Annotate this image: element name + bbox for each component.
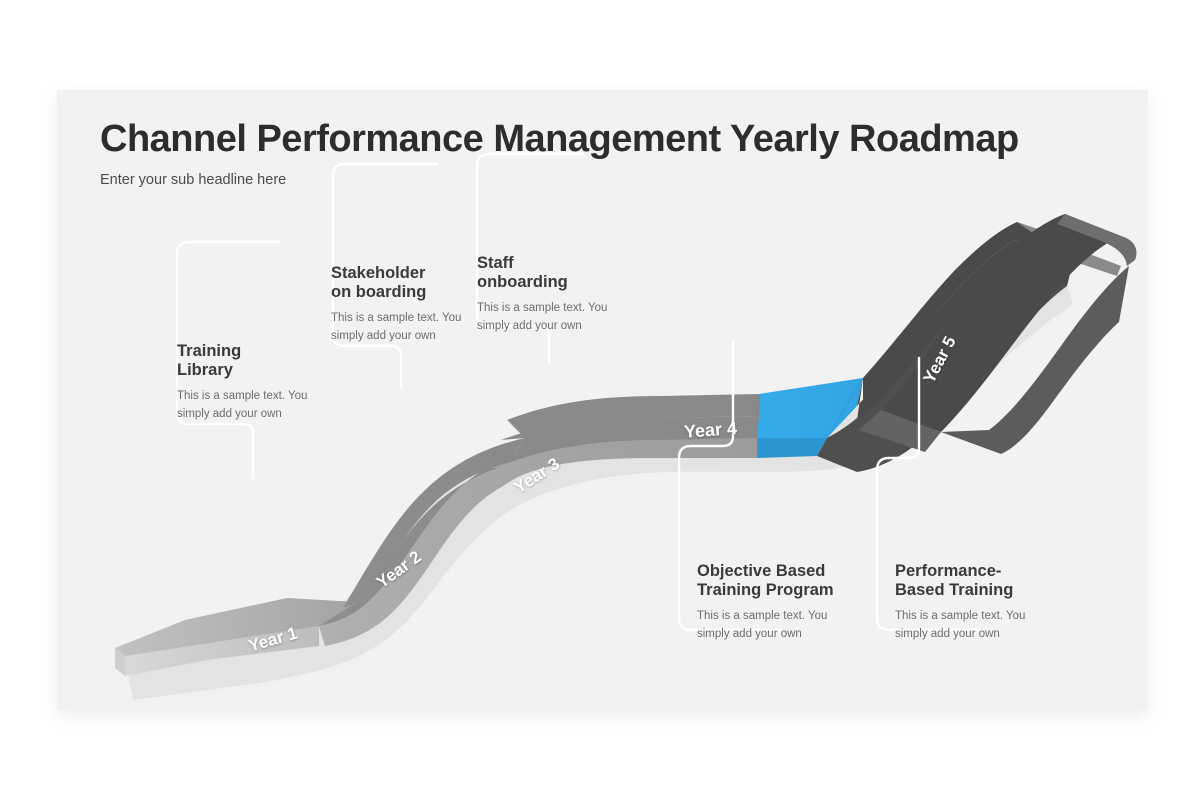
callout-stakeholder-on-boarding[interactable]: Stakeholder on boarding This is a sample… xyxy=(331,264,516,346)
road-seam-1-2 xyxy=(318,601,358,627)
road-left-cap xyxy=(115,648,125,676)
callout-body: This is a sample text. You simply add yo… xyxy=(177,389,308,420)
callout-objective-based-training-program[interactable]: Objective Based Training Program This is… xyxy=(697,562,897,644)
callout-training-library[interactable]: Training Library This is a sample text. … xyxy=(177,342,357,424)
road-top-year-3 xyxy=(507,394,759,438)
road-top-year-1 xyxy=(115,598,357,656)
callout-title: Performance- Based Training xyxy=(895,562,1014,600)
callout-body: This is a sample text. You simply add yo… xyxy=(895,609,1026,640)
road-seam-4-5 xyxy=(826,377,864,439)
connector-stakeholder-on-boarding xyxy=(331,162,439,390)
callout-title: Training Library xyxy=(177,342,242,380)
callout-body: This is a sample text. You simply add yo… xyxy=(331,311,462,342)
callout-body: This is a sample text. You simply add yo… xyxy=(697,609,828,640)
page-subtitle: Enter your sub headline here xyxy=(100,172,287,188)
road-side-year-4 xyxy=(757,438,827,458)
road-side-year-2 xyxy=(319,468,503,646)
road-top-year-2 xyxy=(343,438,525,608)
callout-performance-based-training[interactable]: Performance- Based Training This is a sa… xyxy=(895,562,1095,644)
road-label-year-4: Year 4 xyxy=(683,418,738,442)
connector-objective-based-training-program xyxy=(677,340,783,632)
road-top-year-2-edge xyxy=(319,468,497,626)
road-side-year-1 xyxy=(125,626,319,676)
connector-training-library xyxy=(175,240,281,480)
connector-performance-based-training xyxy=(875,356,979,632)
road-side-year-5-lower xyxy=(859,410,941,452)
connector-staff-onboarding xyxy=(475,152,585,364)
roadmap-road-graphic xyxy=(115,152,1137,700)
callout-body: This is a sample text. You simply add yo… xyxy=(477,301,608,332)
road-side-year-3 xyxy=(487,438,757,486)
road-seam-2-3 xyxy=(507,420,525,438)
slide-panel: Channel Performance Management Yearly Ro… xyxy=(57,90,1148,710)
road-end-bevel xyxy=(1057,214,1137,266)
callout-title: Stakeholder on boarding xyxy=(331,264,427,302)
road-side-year-5-main xyxy=(941,266,1129,454)
road-seam-3-4 xyxy=(756,393,760,439)
callout-title: Objective Based Training Program xyxy=(697,562,834,600)
road-top-year-3-edge xyxy=(501,416,759,462)
callout-staff-onboarding[interactable]: Staff onboarding This is a sample text. … xyxy=(477,254,662,336)
road-top-year-5-main xyxy=(881,214,1121,432)
callout-title: Staff onboarding xyxy=(477,254,568,292)
